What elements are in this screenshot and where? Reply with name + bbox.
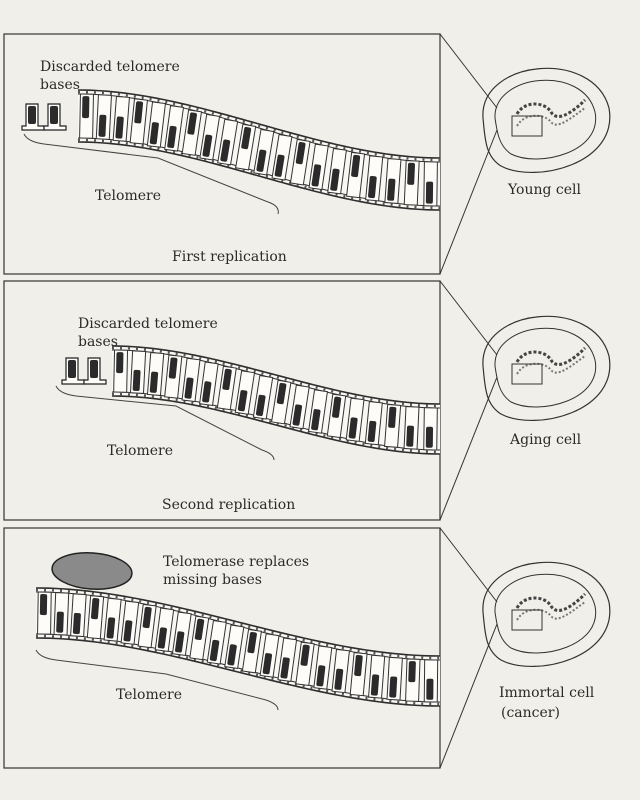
base-pair	[38, 592, 52, 634]
aging-cell	[483, 316, 610, 420]
cell-label: Young cell	[507, 182, 582, 198]
base-pair	[406, 659, 420, 701]
base-block	[408, 661, 416, 682]
nucleus	[495, 328, 596, 407]
chromosome	[517, 348, 585, 364]
zoom-box	[512, 116, 542, 136]
chromosome	[517, 594, 585, 610]
discarded-base	[50, 106, 58, 124]
dna-strand	[36, 588, 440, 706]
discarded-base	[68, 360, 76, 378]
base-block	[133, 370, 141, 391]
nucleus	[495, 80, 596, 159]
zoom-box	[512, 610, 542, 630]
base-pair	[387, 657, 402, 700]
cell-label-2: (cancer)	[501, 705, 560, 721]
base-pair	[130, 351, 145, 394]
discarded-base	[28, 106, 36, 124]
base-pair	[71, 594, 87, 637]
telomere-label: Telomere	[107, 443, 173, 459]
base-block	[426, 427, 433, 448]
base-pair	[80, 94, 94, 138]
base-pair	[54, 593, 69, 635]
cell-membrane	[483, 68, 610, 172]
base-block	[426, 679, 433, 700]
zoom-line	[440, 528, 497, 602]
base-pair	[385, 404, 401, 447]
base-pair	[87, 596, 103, 639]
base-block	[73, 613, 81, 634]
base-pair	[96, 95, 111, 140]
base-pair	[424, 660, 437, 702]
cell-label: Immortal cell	[499, 685, 595, 701]
base-block	[40, 594, 47, 615]
base-pair	[404, 407, 419, 450]
base-block	[406, 426, 414, 447]
base-pair	[114, 350, 128, 392]
chromosome	[517, 100, 585, 116]
zoom-box	[512, 364, 542, 384]
dna-strand	[112, 346, 440, 454]
cell-membrane	[483, 316, 610, 420]
discarded-label: Discarded telomere	[40, 59, 180, 75]
base-block	[56, 612, 64, 633]
cell-label: Aging cell	[509, 432, 582, 448]
base-pair	[113, 96, 129, 141]
replication-caption: Second replication	[162, 497, 295, 513]
base-block	[82, 96, 89, 118]
panel-telomerase: Telomerase replaces missing bases Telome…	[4, 528, 610, 768]
panel-first-replication: Discarded telomere bases Telomere First …	[4, 34, 610, 274]
discarded-label-2: bases	[40, 77, 80, 93]
cell-membrane	[483, 562, 610, 666]
nucleus	[495, 574, 596, 653]
base-block	[98, 115, 106, 137]
base-pair	[369, 655, 385, 698]
discarded-base	[90, 360, 98, 378]
base-block	[389, 676, 397, 697]
telomerase-label-2: missing bases	[163, 572, 262, 588]
telomerase-label: Telomerase replaces	[163, 554, 309, 570]
base-pair	[147, 353, 163, 396]
zoom-line	[440, 34, 497, 108]
discarded-bases	[22, 104, 66, 130]
immortal-cell	[483, 562, 610, 666]
telomerase-enzyme	[51, 550, 133, 591]
base-pair	[385, 159, 401, 204]
base-block	[116, 352, 123, 373]
base-block	[426, 182, 433, 204]
young-cell	[483, 68, 610, 172]
replication-caption: First replication	[172, 249, 287, 265]
base-pair	[424, 408, 438, 450]
telomere-label: Telomere	[95, 188, 161, 204]
telomere-label: Telomere	[116, 687, 182, 703]
discarded-bases	[62, 358, 106, 384]
base-pair	[424, 162, 438, 206]
discarded-label: Discarded telomere	[78, 316, 218, 332]
base-block	[407, 163, 415, 185]
discarded-label-2: bases	[78, 334, 118, 350]
panel-second-replication: Discarded telomere bases Telomere Second…	[4, 281, 610, 520]
base-pair	[404, 161, 419, 206]
